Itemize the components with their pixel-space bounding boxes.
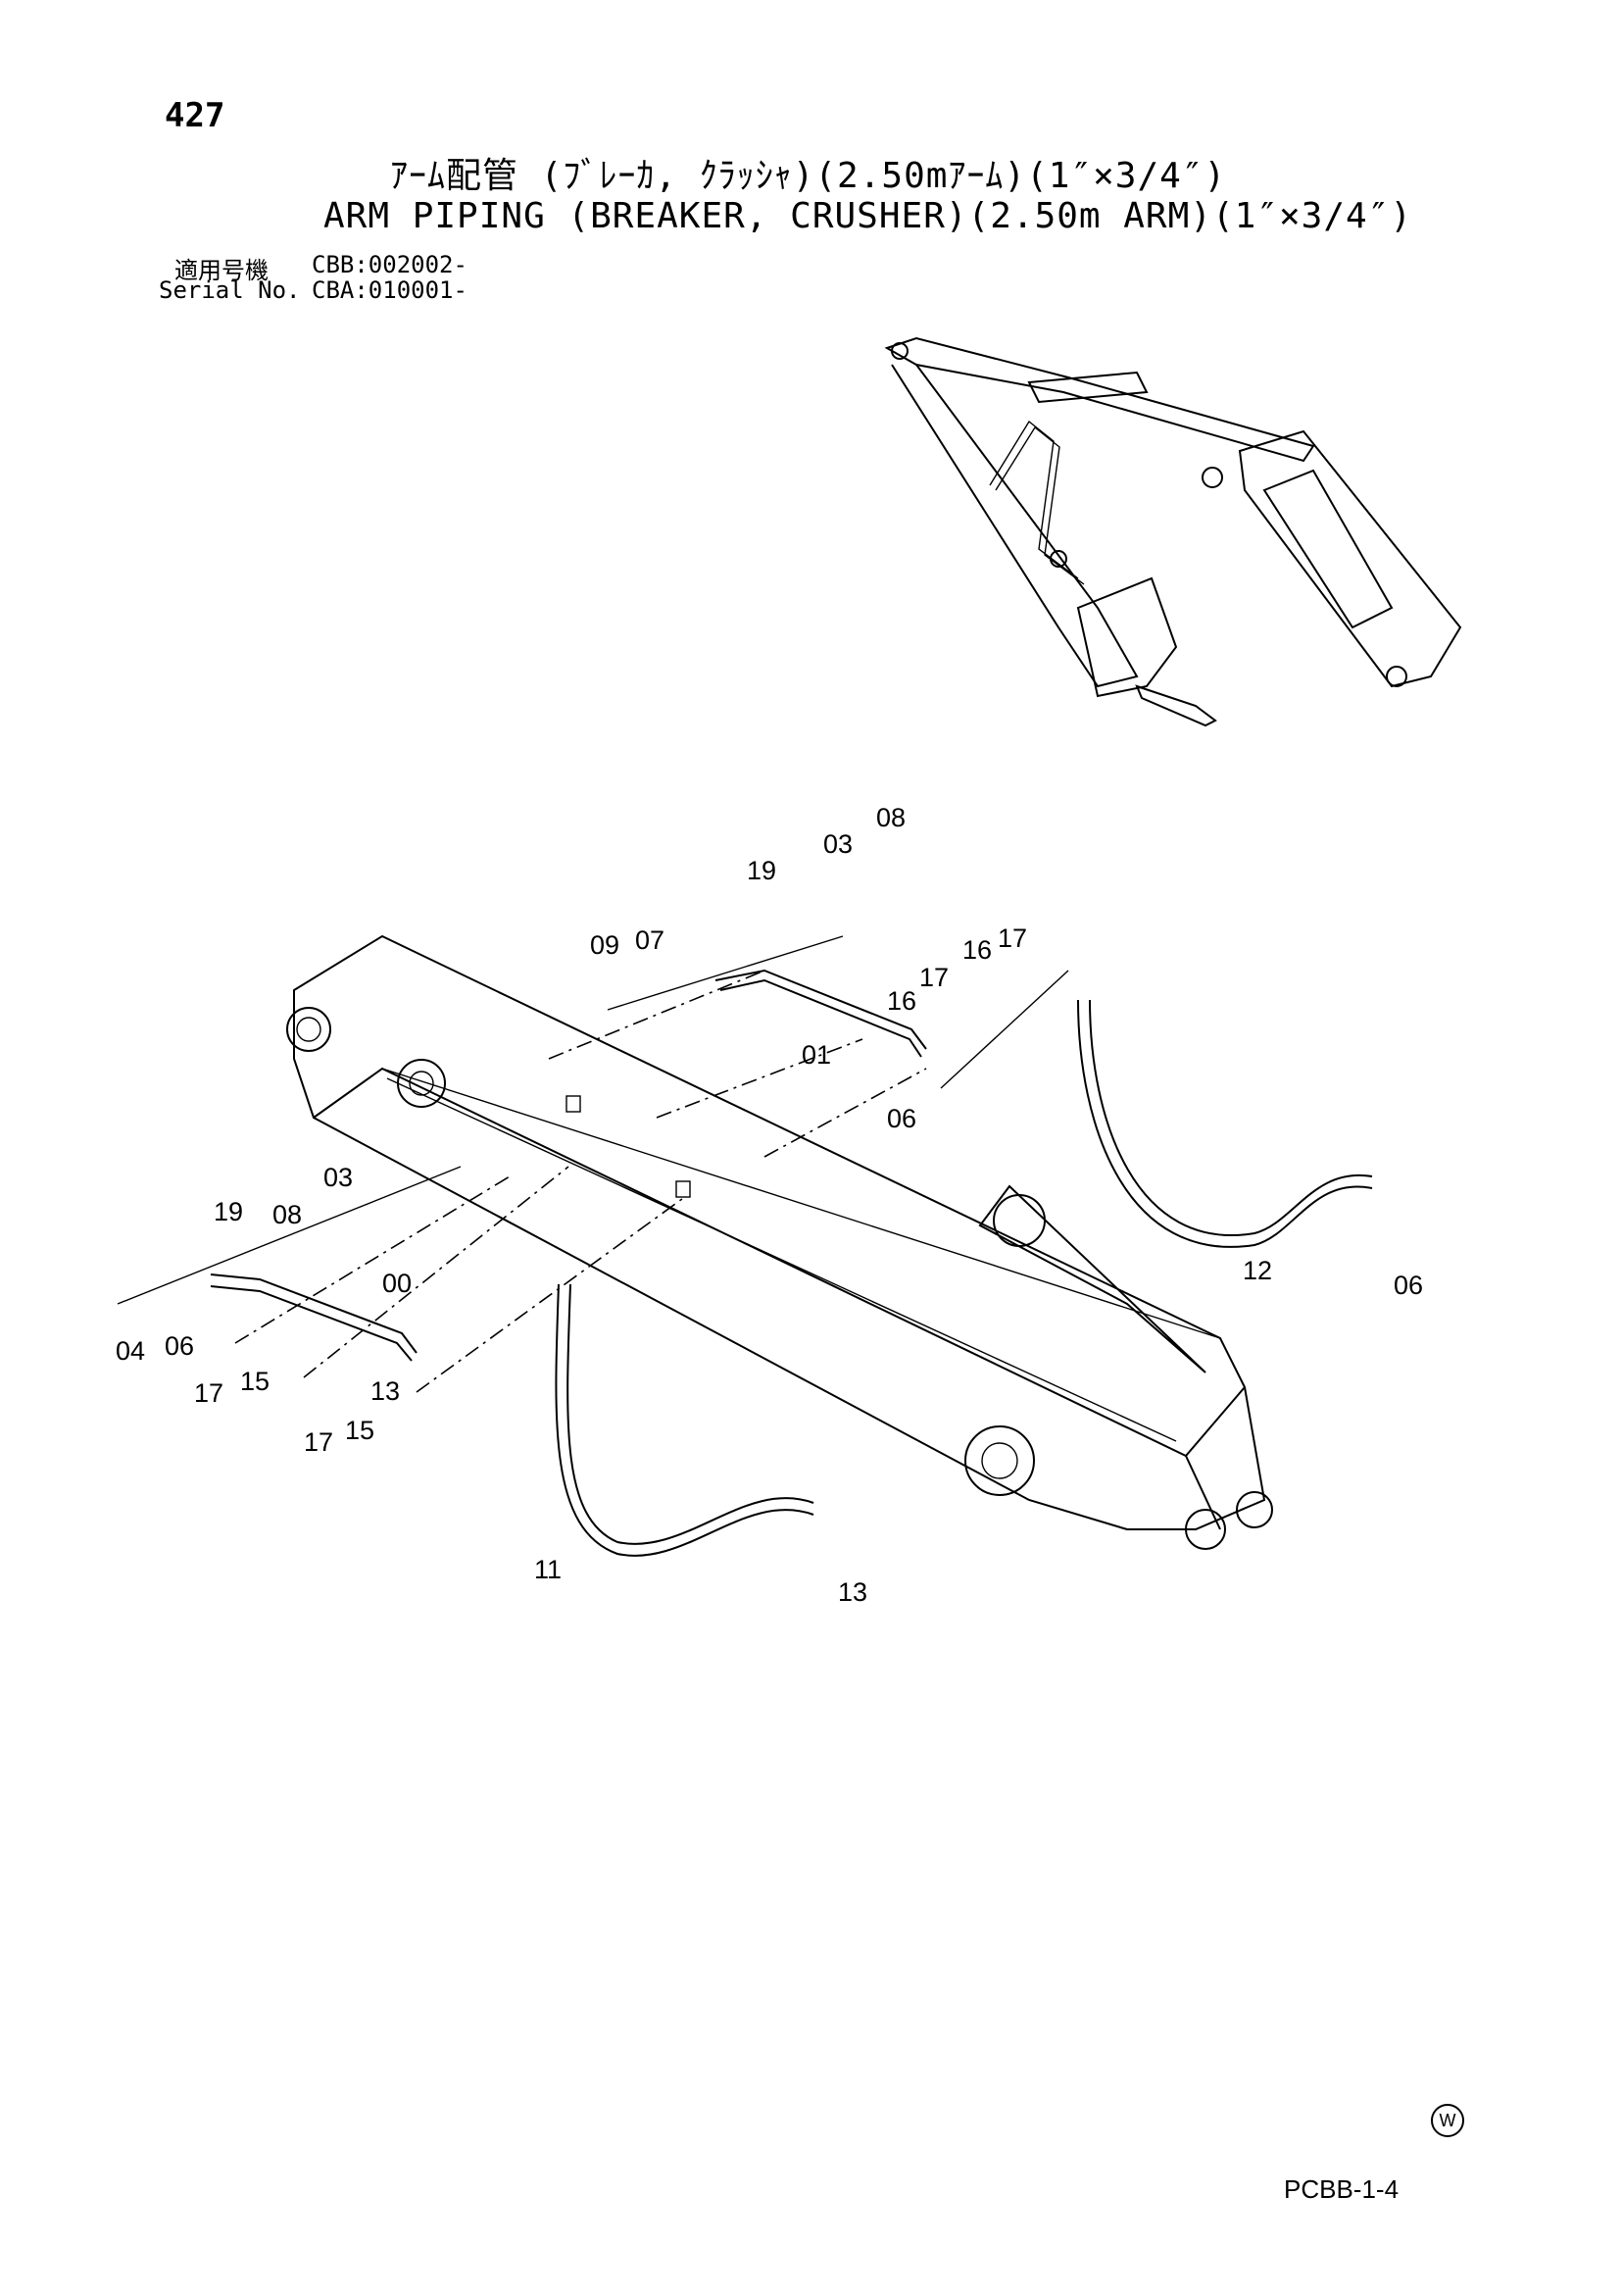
callout-06-right: 06: [1394, 1271, 1423, 1300]
callout-04: 04: [116, 1336, 145, 1366]
callout-06-mid: 06: [887, 1104, 916, 1133]
callout-06-left: 06: [165, 1331, 194, 1361]
serial-jp-value: CBB:002002-: [312, 251, 467, 278]
callout-19-top: 19: [747, 856, 776, 885]
callout-19-left: 19: [214, 1197, 243, 1226]
page-number: 427: [165, 96, 225, 135]
callout-03-top: 03: [823, 829, 853, 859]
callout-13-left: 13: [370, 1376, 400, 1406]
w-mark-icon: W: [1431, 2104, 1464, 2137]
title-japanese: ｱｰﾑ配管 (ﾌﾞﾚｰｶ, ｸﾗｯｼｬ)(2.50mｱｰﾑ)(1″×3/4″): [390, 156, 1227, 196]
arm-body-drawing: [286, 934, 1273, 1550]
title-english: ARM PIPING (BREAKER, CRUSHER)(2.50m ARM)…: [323, 196, 1413, 236]
callout-16-right: 16: [962, 935, 992, 965]
callout-17-mid: 17: [919, 963, 949, 992]
overview-inset-drawing: [884, 336, 1462, 727]
callout-07: 07: [635, 925, 664, 955]
callout-13-bottom: 13: [838, 1577, 867, 1607]
callout-00: 00: [382, 1269, 412, 1298]
document-code: PCBB-1-4: [1284, 2174, 1400, 2204]
callout-16-mid: 16: [887, 986, 916, 1016]
callout-03-left: 03: [323, 1163, 353, 1192]
callout-12: 12: [1243, 1256, 1272, 1285]
serial-en-label: Serial No.: [159, 276, 301, 304]
callout-15-left: 15: [240, 1367, 270, 1396]
callout-17-right: 17: [998, 923, 1027, 953]
callout-17-bottom: 17: [304, 1427, 333, 1457]
callout-08-top: 08: [876, 803, 906, 832]
callout-labels: 08 03 19 09 07 17 16 17 16 01 06 03 19 0…: [116, 803, 1423, 1607]
callout-17-left: 17: [194, 1378, 223, 1408]
callout-08-left: 08: [272, 1200, 302, 1229]
serial-en-value: CBA:010001-: [312, 276, 467, 304]
callout-09: 09: [590, 930, 619, 960]
callout-01: 01: [802, 1040, 831, 1070]
piping-drawing: [117, 935, 1373, 1557]
callout-15-bottom: 15: [345, 1416, 374, 1445]
callout-11: 11: [534, 1555, 562, 1584]
serial-jp-label: 適用号機: [174, 257, 269, 284]
